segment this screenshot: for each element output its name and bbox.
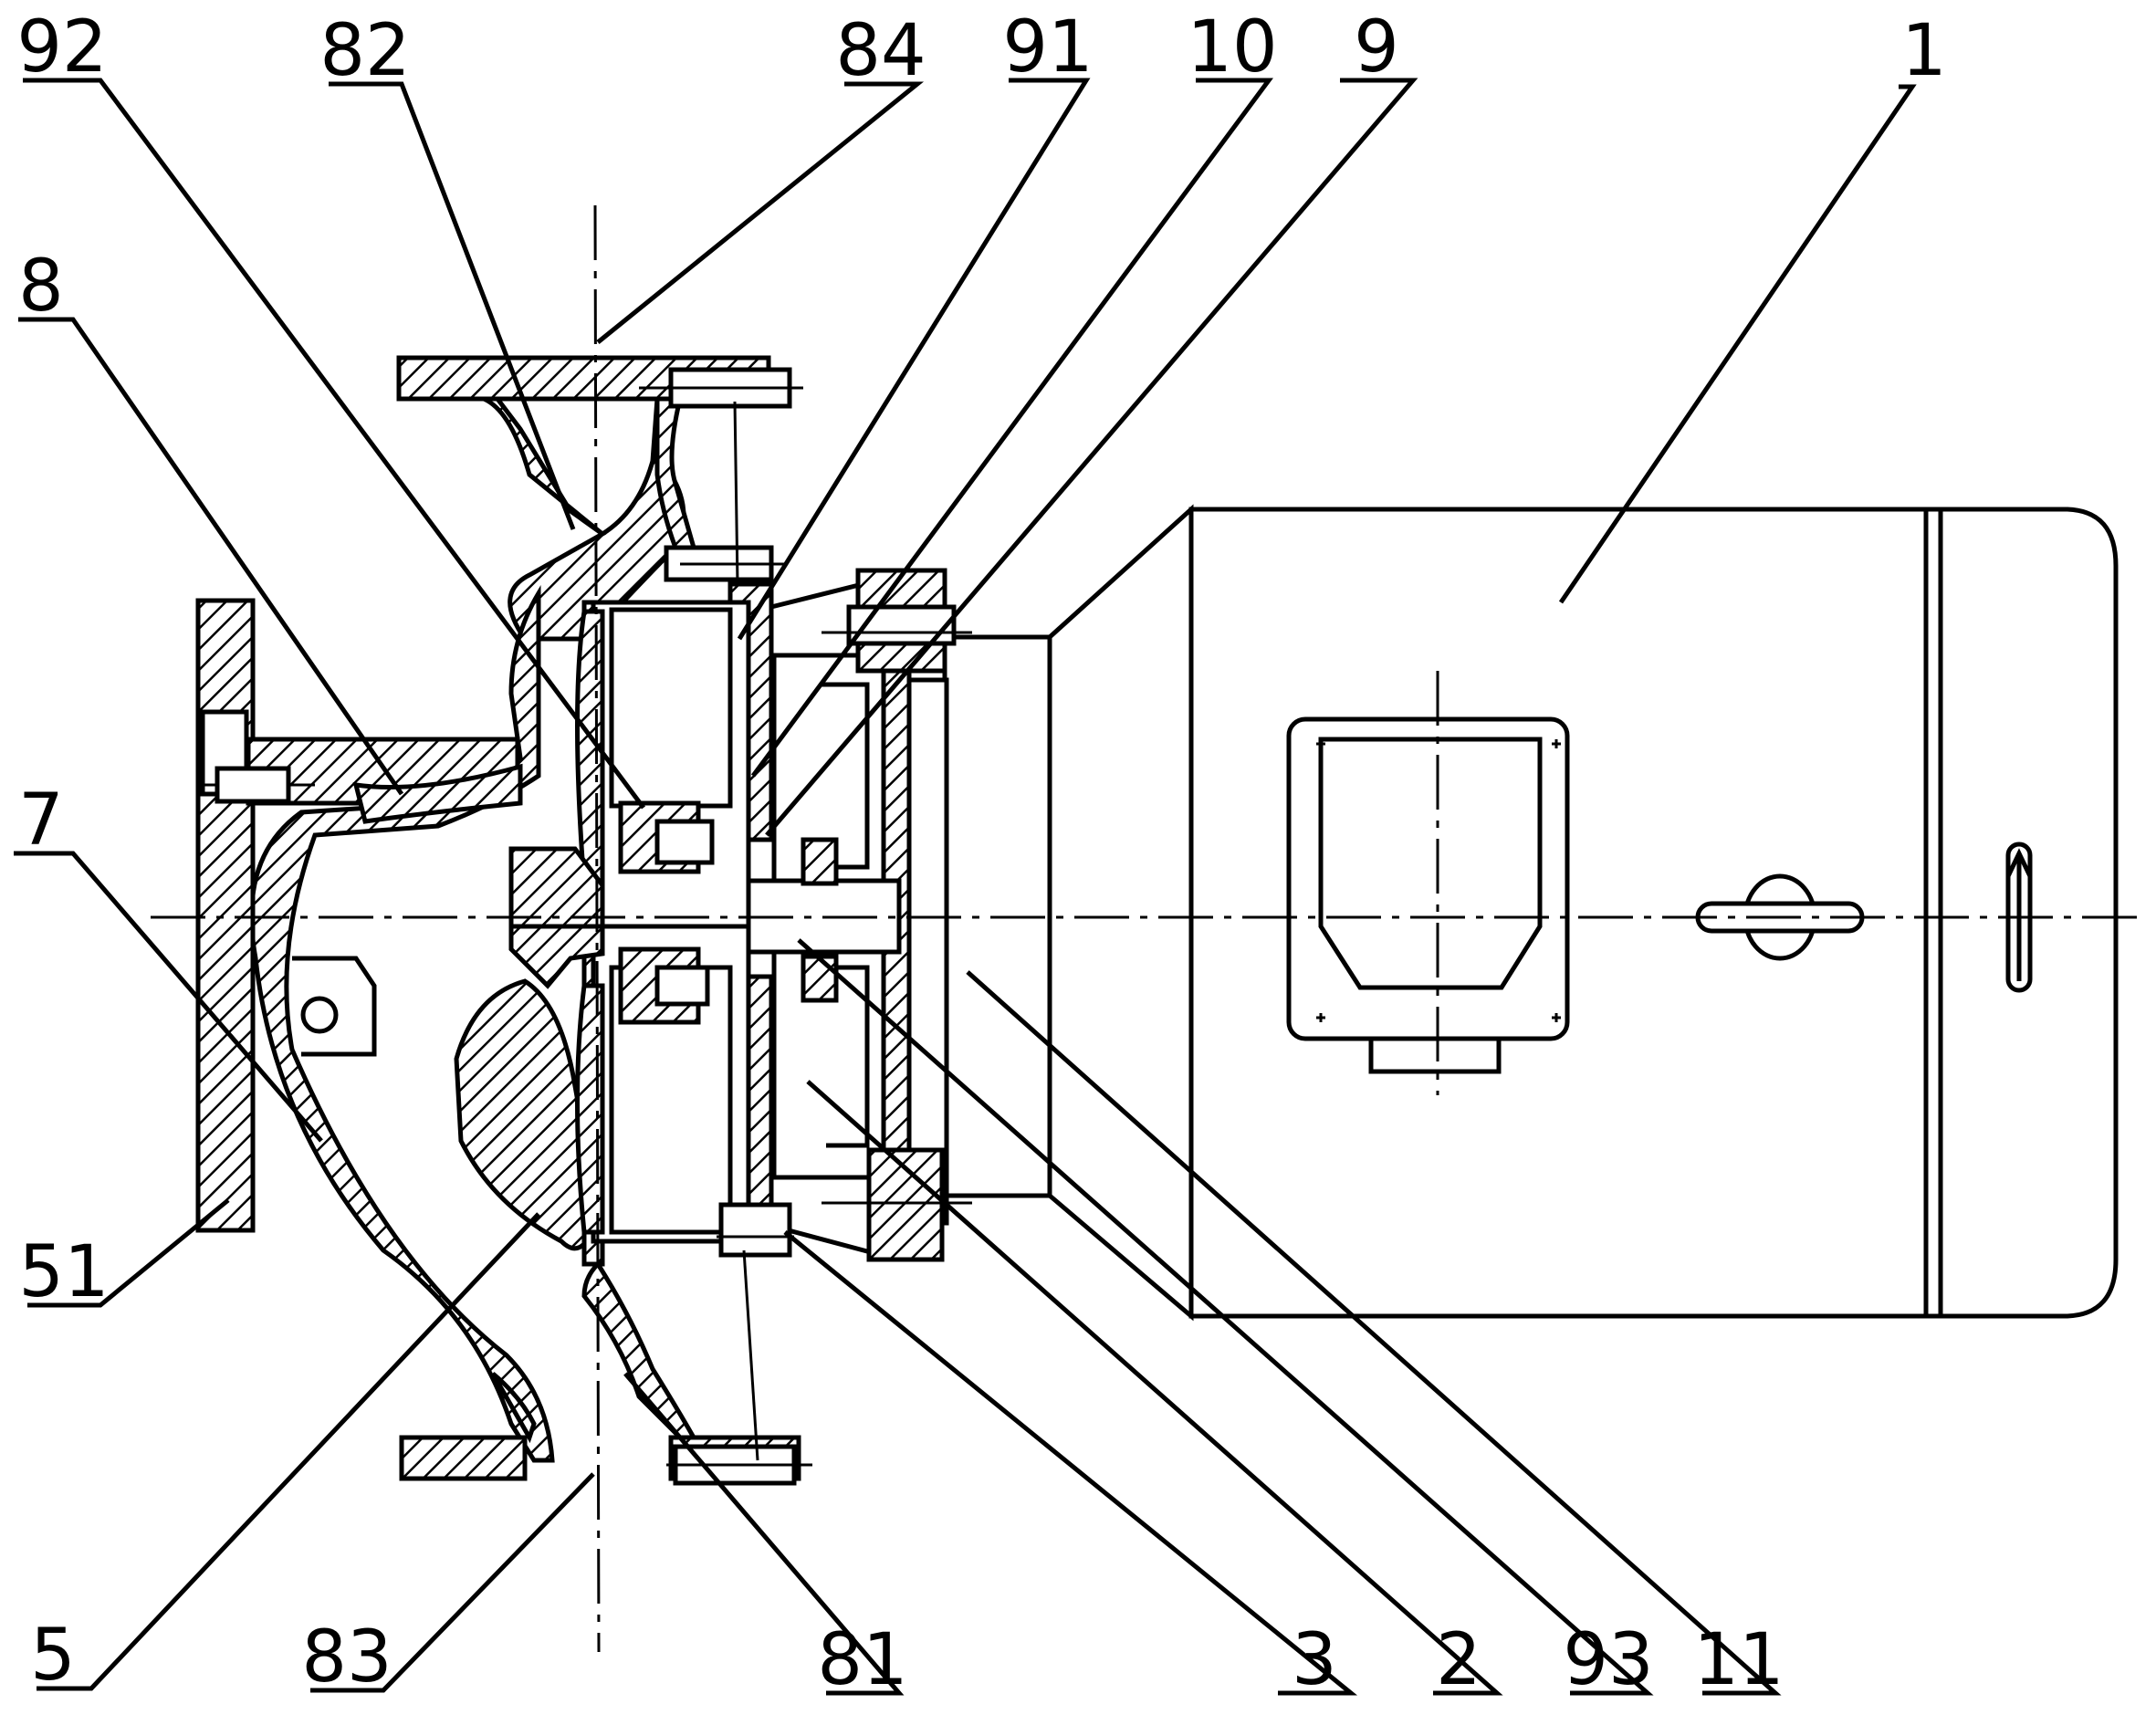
- callout-1: 1: [1901, 10, 1947, 92]
- terminal-box: [1289, 719, 1567, 1072]
- callout-9: 9: [1354, 6, 1399, 89]
- callout-5: 5: [30, 1615, 76, 1697]
- callout-91: 91: [1002, 6, 1093, 89]
- callout-8: 8: [18, 246, 64, 328]
- callout-11: 11: [1693, 1619, 1784, 1701]
- callout-93: 93: [1563, 1619, 1653, 1701]
- callout-84: 84: [835, 10, 926, 92]
- callout-2: 2: [1436, 1619, 1481, 1701]
- callout-51: 51: [18, 1231, 109, 1313]
- motor: [945, 509, 2116, 1316]
- casing-centerline: [595, 205, 599, 1652]
- callout-81: 81: [817, 1619, 907, 1701]
- callout-92: 92: [16, 6, 107, 89]
- callout-10: 10: [1187, 6, 1277, 89]
- callout-3: 3: [1292, 1619, 1337, 1701]
- callout-83: 83: [301, 1616, 392, 1699]
- callout-82: 82: [319, 10, 410, 92]
- callout-7: 7: [18, 779, 64, 862]
